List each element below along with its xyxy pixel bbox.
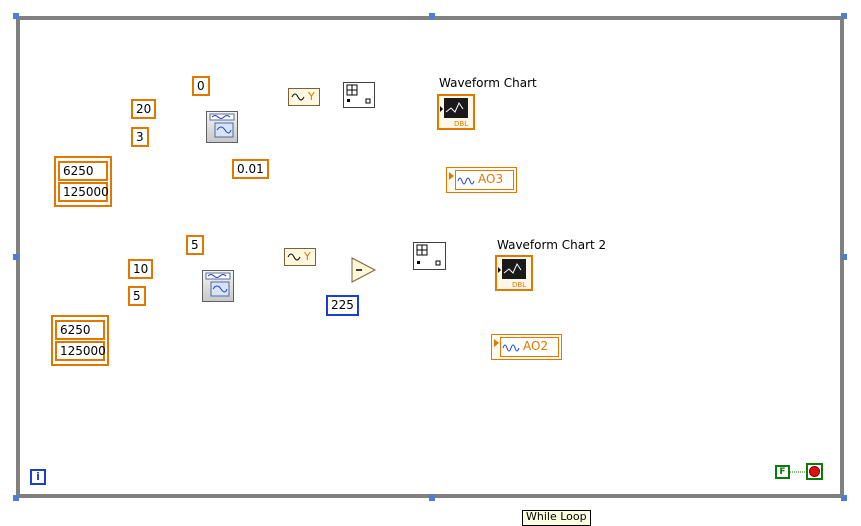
stop-false-constant[interactable]: F <box>775 465 790 479</box>
simulate-signal-node-1[interactable] <box>206 111 238 143</box>
play-arrow-icon <box>449 172 454 180</box>
offset1-constant[interactable]: 0 <box>192 76 210 96</box>
ao3-terminal[interactable]: AO3 <box>446 167 517 193</box>
ao2-label: AO2 <box>523 339 549 353</box>
sine-wave-icon <box>287 253 301 261</box>
get-waveform-y-node-1[interactable]: Y <box>288 88 320 106</box>
y-component-label: Y <box>308 90 315 103</box>
resize-handle-bottom-right[interactable] <box>841 495 847 501</box>
sampling1-cluster[interactable]: 6250 125000 <box>54 156 112 207</box>
amplitude1-constant[interactable]: 3 <box>131 127 149 147</box>
structure-tooltip: While Loop <box>522 510 591 526</box>
waveform-chart-1-terminal[interactable]: DBL <box>437 94 475 130</box>
frequency2-constant[interactable]: 10 <box>128 259 154 279</box>
waveform-glyph-icon <box>502 344 520 352</box>
simulate-signal-node-2[interactable] <box>202 270 234 302</box>
y-component-label: Y <box>304 250 311 263</box>
grid-icon <box>416 244 441 266</box>
build-waveform-node-2[interactable] <box>413 242 446 270</box>
waveform-chart-1-label: Waveform Chart <box>439 76 537 90</box>
resize-handle-top-left[interactable] <box>13 13 19 19</box>
get-waveform-y-node-2[interactable]: Y <box>284 248 316 266</box>
iteration-terminal[interactable]: i <box>30 469 46 485</box>
sine-wave-icon <box>291 93 305 101</box>
sampling2-samples[interactable]: 6250 <box>55 320 105 340</box>
ao3-label: AO3 <box>478 172 504 186</box>
sampling2-cluster[interactable]: 6250 125000 <box>51 315 109 366</box>
resize-handle-mid-right[interactable] <box>841 254 847 260</box>
resize-handle-bottom-left[interactable] <box>13 495 19 501</box>
resize-handle-top-right[interactable] <box>841 13 847 19</box>
play-arrow-icon <box>494 339 499 347</box>
frequency1-constant[interactable]: 20 <box>131 99 157 119</box>
chart-icon: DBL <box>498 259 526 289</box>
sampling2-rate[interactable]: 125000 <box>55 341 106 361</box>
sampling1-samples[interactable]: 6250 <box>58 161 108 181</box>
compare-constant[interactable]: 225 <box>326 295 359 316</box>
resize-handle-mid-left[interactable] <box>13 254 19 260</box>
loop-condition-terminal[interactable] <box>806 463 823 480</box>
svg-text:DBL: DBL <box>512 281 526 289</box>
amplitude2-constant[interactable]: 5 <box>128 286 146 306</box>
dt1-constant[interactable]: 0.01 <box>232 159 269 179</box>
grid-icon <box>346 84 371 104</box>
stop-false-label: F <box>779 467 786 477</box>
waveform-glyph-icon <box>457 177 475 185</box>
resize-handle-bottom-center[interactable] <box>429 495 435 501</box>
subtract-node[interactable] <box>351 257 377 283</box>
offset2-constant[interactable]: 5 <box>186 235 204 255</box>
waveform-chart-2-label: Waveform Chart 2 <box>497 238 607 252</box>
svg-text:DBL: DBL <box>454 120 468 128</box>
stop-sign-icon <box>809 466 820 477</box>
build-waveform-node-1[interactable] <box>343 82 375 108</box>
waveform-icon <box>209 113 235 138</box>
sampling1-rate[interactable]: 125000 <box>58 182 109 202</box>
chart-icon: DBL <box>440 98 468 128</box>
waveform-chart-2-terminal[interactable]: DBL <box>495 255 533 291</box>
ao2-terminal[interactable]: AO2 <box>491 334 562 360</box>
iteration-label: i <box>36 470 40 483</box>
waveform-icon <box>205 272 231 297</box>
resize-handle-top-center[interactable] <box>429 13 435 19</box>
